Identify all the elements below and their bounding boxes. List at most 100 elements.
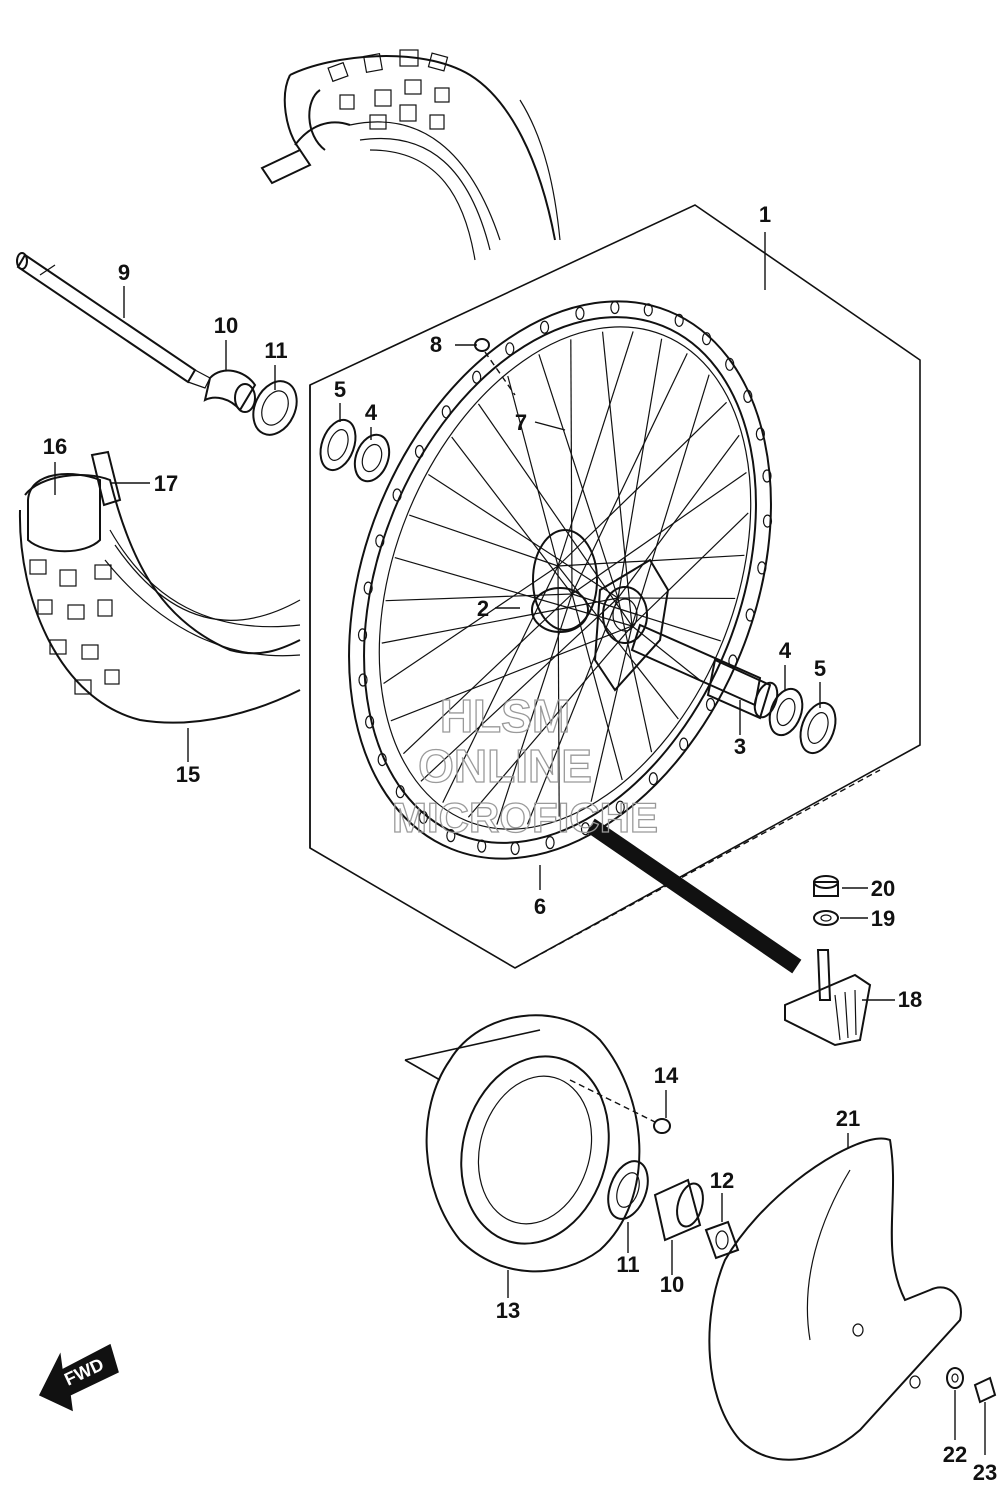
seal-11a bbox=[252, 380, 298, 436]
rim-hole bbox=[679, 737, 689, 751]
spoke bbox=[571, 471, 747, 595]
callout-9: 9 bbox=[118, 260, 130, 285]
spoke bbox=[631, 625, 702, 682]
seal-11b bbox=[607, 1160, 649, 1220]
spoke bbox=[477, 403, 633, 627]
bolt-14 bbox=[569, 1079, 671, 1134]
wheel-spokes bbox=[381, 331, 749, 825]
callout-17: 17 bbox=[154, 471, 178, 496]
lower-tire bbox=[18, 450, 301, 724]
nut-20 bbox=[813, 875, 839, 897]
spoke bbox=[403, 593, 573, 755]
spoke bbox=[617, 338, 663, 599]
spoke bbox=[631, 512, 749, 627]
callout-10b: 10 bbox=[660, 1272, 684, 1297]
spoke bbox=[570, 339, 573, 595]
callout-2: 2 bbox=[477, 596, 489, 621]
rim-hole bbox=[377, 753, 387, 767]
callout-12: 12 bbox=[710, 1168, 734, 1193]
spoke bbox=[557, 331, 634, 567]
callout-20: 20 bbox=[871, 876, 895, 901]
watermark-line-3: MICROFICHE bbox=[392, 794, 658, 841]
spoke bbox=[507, 375, 559, 567]
callout-5b: 5 bbox=[814, 656, 826, 681]
rim-hole bbox=[745, 608, 755, 622]
spoke bbox=[526, 597, 619, 825]
rim-lock-18 bbox=[784, 949, 872, 1047]
spoke bbox=[631, 374, 710, 627]
rim-hole bbox=[539, 320, 550, 334]
spoke bbox=[383, 565, 559, 685]
forward-direction-arrow: FWD bbox=[38, 1343, 119, 1412]
wheel-rim bbox=[348, 300, 773, 860]
spoke bbox=[394, 556, 633, 627]
rim-hole bbox=[357, 628, 368, 642]
rim-hole bbox=[610, 300, 620, 315]
seal-5b bbox=[799, 701, 837, 755]
rim-hole bbox=[414, 444, 425, 459]
callout-19: 19 bbox=[871, 906, 895, 931]
spoke bbox=[538, 354, 619, 599]
callout-15: 15 bbox=[176, 762, 200, 787]
spacer-3 bbox=[630, 623, 779, 720]
watermark: HLSM ONLINE MICROFICHE bbox=[391, 689, 658, 841]
callout-22: 22 bbox=[943, 1442, 967, 1467]
callout-4a: 4 bbox=[365, 400, 378, 425]
callout-18: 18 bbox=[898, 987, 922, 1012]
rim-hole bbox=[392, 488, 402, 502]
spoke bbox=[442, 565, 559, 803]
spoke bbox=[590, 625, 633, 802]
callout-23: 23 bbox=[973, 1460, 997, 1485]
callout-11b: 11 bbox=[616, 1252, 639, 1277]
spoke bbox=[390, 625, 633, 722]
wheel-assembly-box bbox=[309, 204, 921, 969]
nut-12 bbox=[704, 1220, 740, 1260]
rim-hole bbox=[395, 785, 405, 799]
spoke bbox=[571, 353, 688, 595]
callout-21: 21 bbox=[836, 1106, 860, 1131]
axle-group bbox=[16, 252, 298, 436]
bolt-23 bbox=[973, 1376, 997, 1404]
rim-hole bbox=[441, 405, 451, 419]
spoke bbox=[409, 514, 559, 567]
rim-hole bbox=[418, 810, 429, 824]
rim-hole bbox=[615, 800, 625, 814]
callout-11a: 11 bbox=[264, 338, 287, 363]
spoke bbox=[428, 473, 619, 599]
spoke bbox=[557, 401, 728, 567]
callout-1: 1 bbox=[759, 202, 771, 227]
valve-direction-strip bbox=[586, 818, 802, 974]
callout-10a: 10 bbox=[214, 313, 238, 338]
callout-6: 6 bbox=[534, 894, 546, 919]
watermark-line-1: HLSM bbox=[440, 690, 570, 742]
spoke bbox=[451, 436, 573, 595]
callout-14: 14 bbox=[654, 1063, 679, 1088]
rim-hole bbox=[648, 772, 658, 786]
callout-5a: 5 bbox=[334, 377, 346, 402]
seal-5a bbox=[319, 418, 357, 472]
bearing-4a bbox=[353, 433, 391, 483]
brake-disc-13 bbox=[404, 1014, 641, 1273]
callout-3: 3 bbox=[734, 734, 746, 759]
callout-8: 8 bbox=[430, 332, 442, 357]
upper-tire-tube bbox=[260, 49, 561, 261]
rim-hole bbox=[446, 829, 456, 843]
rim-hole bbox=[725, 357, 735, 371]
wheel-hub bbox=[531, 529, 670, 692]
rim-hole bbox=[365, 715, 375, 729]
rim-hole bbox=[505, 342, 515, 356]
rim-hole bbox=[358, 673, 368, 687]
callouts: 1 2 3 4 4 5 5 6 7 8 9 10 10 11 11 12 13 … bbox=[43, 202, 997, 1485]
rim-hole bbox=[472, 370, 482, 384]
rim-hole bbox=[755, 427, 765, 441]
rim-hole bbox=[701, 332, 712, 346]
washer-22 bbox=[946, 1367, 964, 1389]
callout-13: 13 bbox=[496, 1298, 520, 1323]
rim-hole bbox=[762, 514, 773, 528]
collar-10a bbox=[203, 369, 257, 413]
rim-hole bbox=[510, 841, 520, 856]
callout-7: 7 bbox=[515, 410, 527, 435]
rim-hole bbox=[375, 534, 385, 548]
rim-hole bbox=[363, 581, 373, 595]
